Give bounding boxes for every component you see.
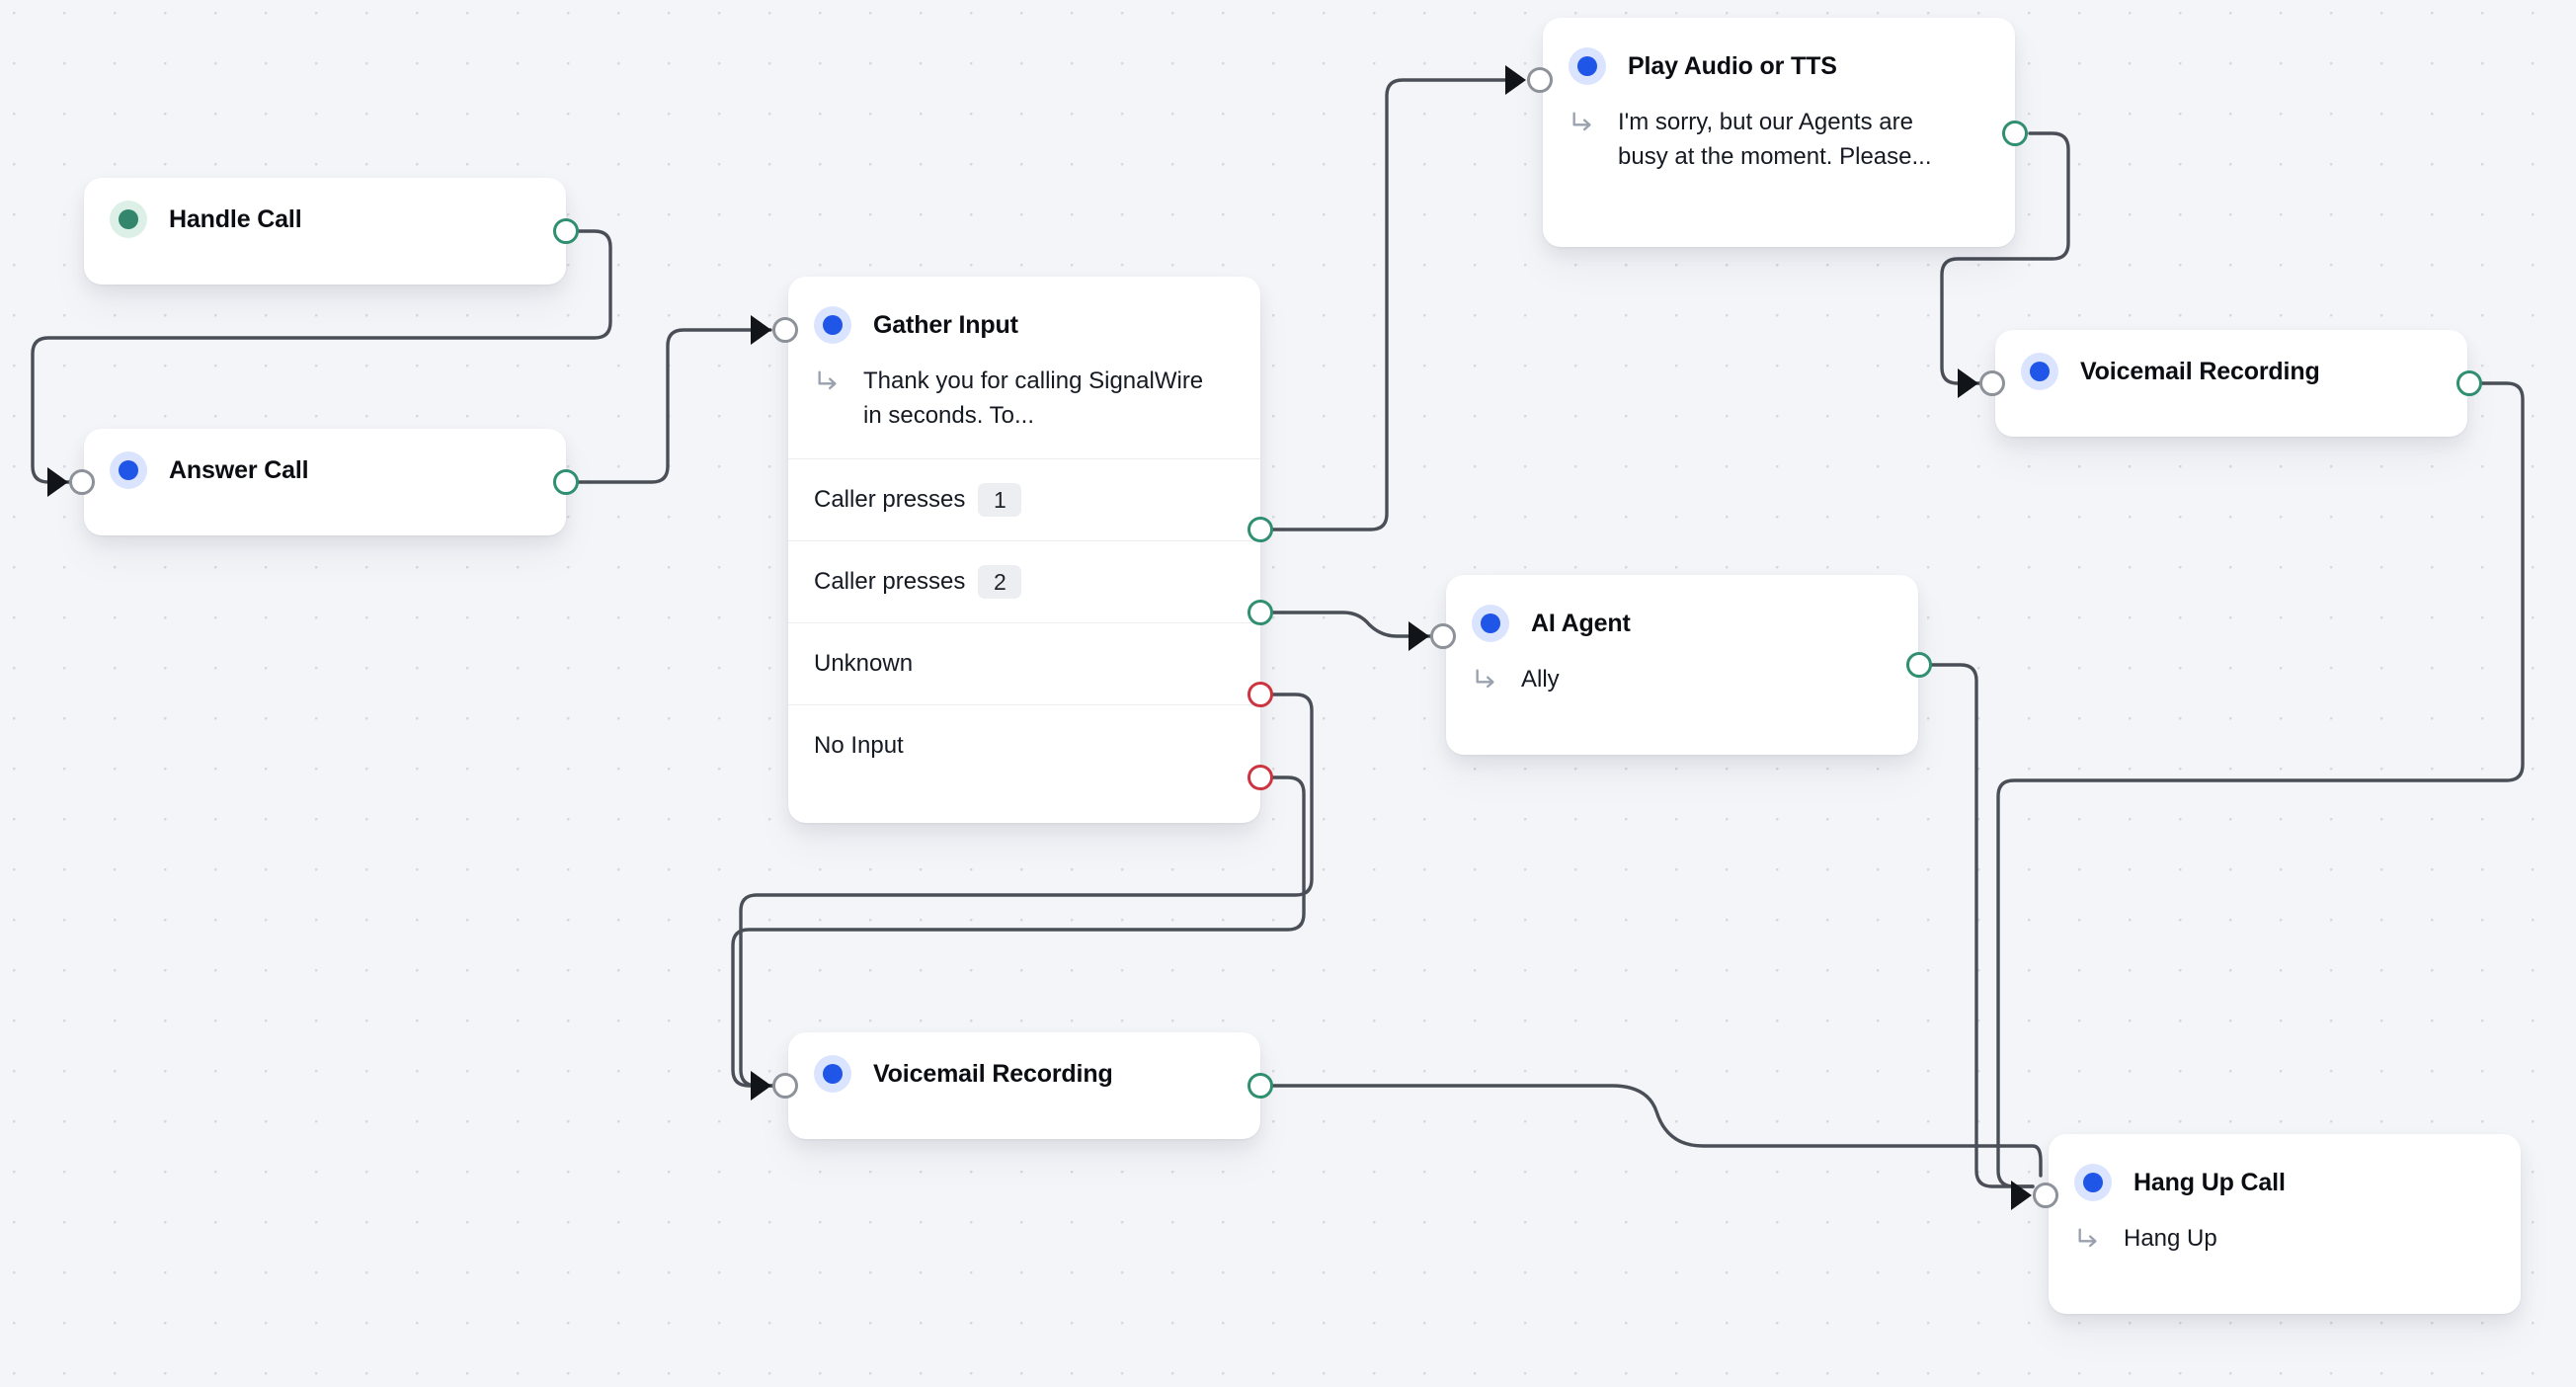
node-gather-input-header: Gather Input [788,277,1260,364]
gather-input-row-unknown-label: Unknown [814,650,914,678]
voicemail-top-input-port[interactable] [1979,370,2005,396]
voicemail-top-output-port[interactable] [2456,370,2482,396]
ai-agent-input-arrow-icon [1409,621,1429,651]
edge-answer-call-to-gather-input [564,328,772,484]
play-audio-output-port[interactable] [2002,121,2028,146]
edge-voicemail-top-to-hang-up [1996,381,2525,1188]
gather-input-row-press-2-chip: 2 [978,565,1022,600]
node-gather-input-subtitle: Thank you for calling SignalWire in seco… [863,367,1204,430]
status-dot-blue-icon [110,451,147,489]
gather-input-row-press-1-chip: 1 [978,483,1022,518]
node-hang-up-call-title: Hang Up Call [2133,1168,2286,1196]
node-voicemail-top-header: Voicemail Recording [1995,330,2467,413]
node-gather-input[interactable]: Gather Input Thank you for calling Signa… [788,277,1260,823]
node-voicemail-recording-top[interactable]: Voicemail Recording [1995,330,2467,437]
gather-input-row-press-2[interactable]: Caller presses 2 [788,540,1260,622]
gather-input-no-input-output-port[interactable] [1248,765,1273,790]
gather-input-row-press-2-label: Caller presses [814,568,966,596]
node-hang-up-call[interactable]: Hang Up Call Hang Up [2049,1134,2521,1314]
node-gather-input-subtitle-row: Thank you for calling SignalWire in seco… [788,364,1260,458]
node-answer-call-title: Answer Call [169,455,309,484]
gather-input-press-2-output-port[interactable] [1248,600,1273,625]
node-hang-up-call-subtitle: Hang Up [2124,1225,2217,1252]
node-hang-up-call-subtitle-row: Hang Up [2049,1221,2521,1283]
edge-voicemail-bottom-to-hang-up [1267,1084,2043,1178]
node-gather-input-title: Gather Input [873,310,1018,339]
gather-input-input-port[interactable] [772,317,798,343]
gather-input-branch-list: Caller presses 1 Caller presses 2 Unknow… [788,458,1260,786]
play-audio-input-arrow-icon [1505,65,1526,95]
node-play-audio-subtitle: I'm sorry, but our Agents are busy at th… [1618,109,1932,171]
node-voicemail-bottom-title: Voicemail Recording [873,1059,1113,1088]
node-ai-agent-title: AI Agent [1531,609,1631,637]
edge-ai-agent-to-hang-up [1921,663,2035,1188]
status-dot-blue-icon [2074,1164,2112,1201]
gather-input-row-no-input-label: No Input [814,732,904,760]
node-ai-agent-header: AI Agent [1446,575,1918,662]
subflow-arrow-icon [1472,666,1505,698]
status-dot-blue-icon [1472,605,1509,642]
status-dot-blue-icon [814,306,851,344]
gather-input-row-unknown[interactable]: Unknown [788,622,1260,704]
node-play-audio-or-tts[interactable]: Play Audio or TTS I'm sorry, but our Age… [1543,18,2015,247]
handle-call-output-port[interactable] [553,218,579,244]
status-dot-blue-icon [2021,353,2058,390]
gather-input-row-press-1-label: Caller presses [814,486,966,514]
node-voicemail-bottom-header: Voicemail Recording [788,1032,1260,1115]
node-answer-call[interactable]: Answer Call [84,429,566,535]
ai-agent-output-port[interactable] [1906,652,1932,678]
gather-input-unknown-output-port[interactable] [1248,682,1273,707]
hang-up-call-input-arrow-icon [2011,1181,2032,1210]
status-dot-blue-icon [1569,47,1606,85]
voicemail-bottom-output-port[interactable] [1248,1073,1273,1099]
node-voicemail-recording-bottom[interactable]: Voicemail Recording [788,1032,1260,1139]
ai-agent-input-port[interactable] [1430,623,1456,649]
status-dot-green-icon [110,201,147,238]
node-hang-up-call-header: Hang Up Call [2049,1134,2521,1221]
play-audio-input-port[interactable] [1527,67,1553,93]
node-handle-call-title: Handle Call [169,204,302,233]
node-answer-call-header: Answer Call [84,429,566,512]
answer-call-input-port[interactable] [69,469,95,495]
edge-press1-to-play-audio [1267,78,1521,531]
node-play-audio-header: Play Audio or TTS [1543,18,2015,105]
gather-input-row-press-1[interactable]: Caller presses 1 [788,458,1260,540]
status-dot-blue-icon [814,1055,851,1093]
gather-input-row-no-input[interactable]: No Input [788,704,1260,786]
node-voicemail-top-title: Voicemail Recording [2080,357,2320,385]
gather-input-press-1-output-port[interactable] [1248,517,1273,542]
voicemail-top-input-arrow-icon [1958,368,1978,398]
answer-call-output-port[interactable] [553,469,579,495]
node-play-audio-subtitle-row: I'm sorry, but our Agents are busy at th… [1543,105,2015,200]
voicemail-bottom-input-port[interactable] [772,1073,798,1099]
voicemail-bottom-input-arrow-icon [751,1071,771,1101]
node-ai-agent-subtitle: Ally [1521,666,1560,693]
hang-up-call-input-port[interactable] [2033,1183,2058,1208]
subflow-arrow-icon [2074,1225,2108,1258]
answer-call-input-arrow-icon [47,467,68,497]
subflow-arrow-icon [1569,109,1602,141]
node-ai-agent-subtitle-row: Ally [1446,662,1918,724]
node-handle-call-header: Handle Call [84,178,566,261]
node-ai-agent[interactable]: AI Agent Ally [1446,575,1918,755]
subflow-arrow-icon [814,367,847,400]
node-play-audio-title: Play Audio or TTS [1628,51,1837,80]
node-handle-call[interactable]: Handle Call [84,178,566,285]
gather-input-input-arrow-icon [751,315,771,345]
